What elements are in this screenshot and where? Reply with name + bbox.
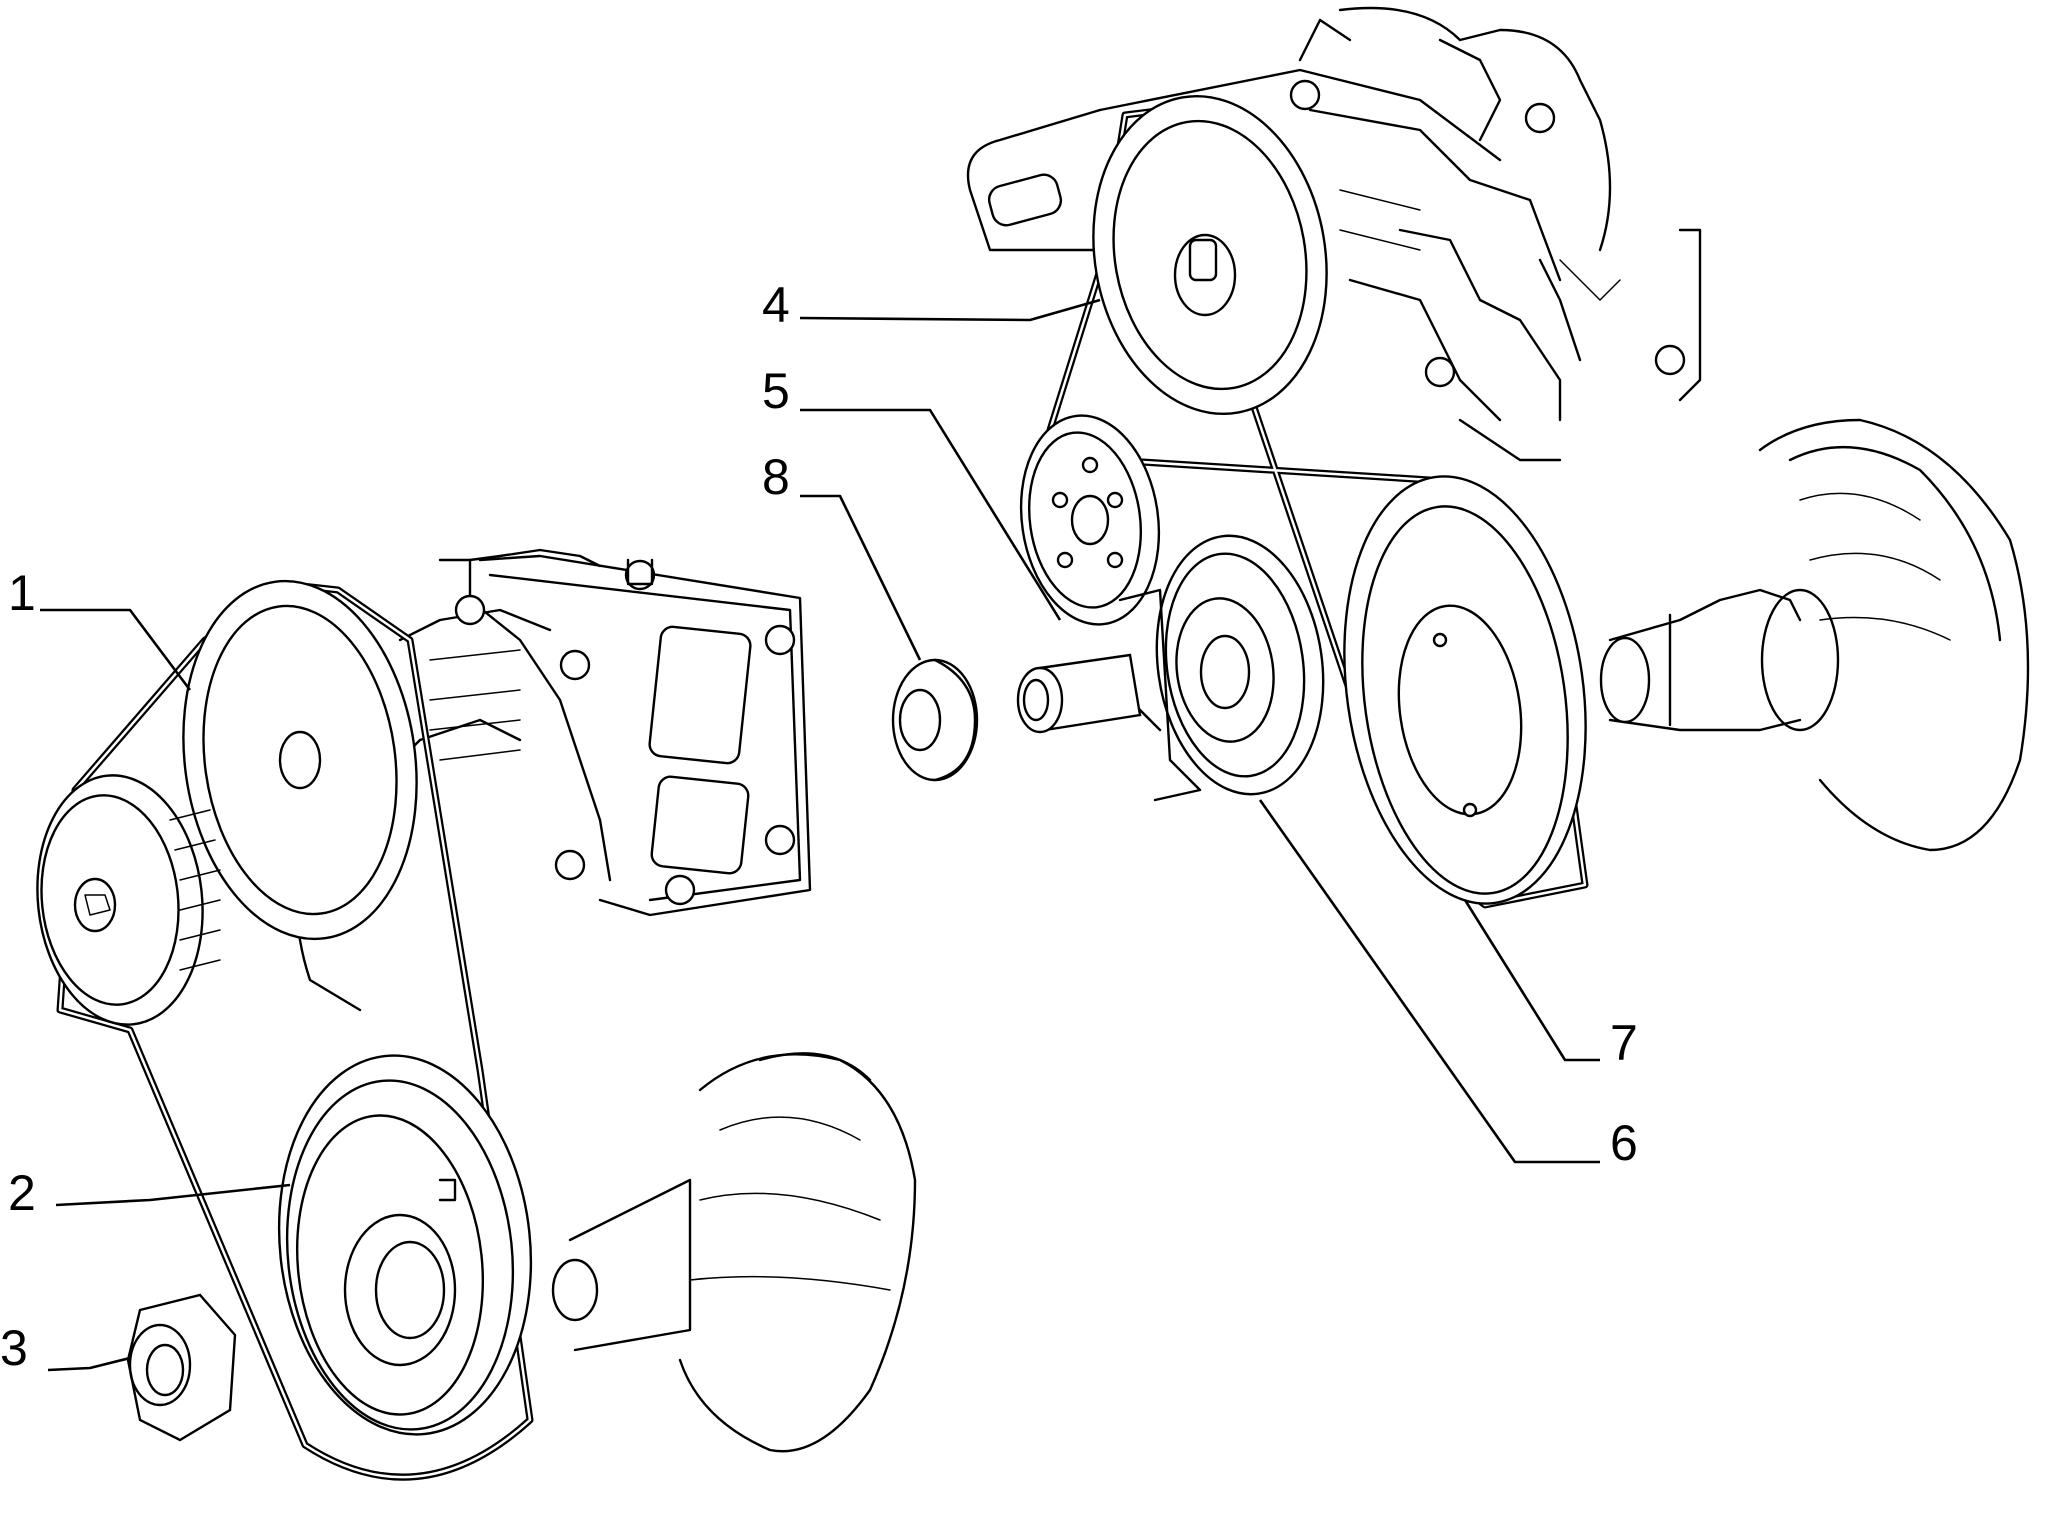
pump-flange: [454, 554, 812, 917]
svg-text:7: 7: [1610, 1015, 1638, 1071]
callout-6: 6: [1258, 799, 1638, 1171]
pump-pulley-right: [1092, 94, 1328, 416]
svg-text:4: 4: [762, 277, 790, 333]
callout-1: 1: [8, 565, 192, 691]
crankshaft-right: [1599, 418, 2030, 852]
right-assembly: [891, 6, 2030, 909]
svg-text:6: 6: [1610, 1115, 1638, 1171]
spacer-5: [1016, 653, 1142, 734]
callout-7: 7: [1463, 899, 1638, 1071]
svg-text:3: 3: [0, 1320, 28, 1376]
belt-1: [56, 582, 534, 1481]
callouts: 1 2 3 4 5 6 7 8: [0, 277, 1638, 1376]
callout-2: 2: [8, 1165, 291, 1221]
svg-text:5: 5: [762, 363, 790, 419]
upper-pulley: [182, 579, 418, 941]
callout-4: 4: [762, 277, 1101, 333]
idler-pulley: [1019, 414, 1161, 626]
crankshaft-pulley: [277, 1054, 533, 1436]
left-assembly: [36, 548, 917, 1481]
nut-3: [126, 1293, 237, 1442]
callout-3: 3: [0, 1320, 131, 1376]
svg-text:1: 1: [8, 565, 36, 621]
engine-housing: [966, 6, 1702, 462]
tensioner-pulley: [1155, 534, 1325, 796]
washer-8: [891, 658, 979, 782]
svg-text:8: 8: [762, 449, 790, 505]
callout-5: 5: [762, 363, 1062, 621]
crankshaft: [551, 1052, 917, 1453]
svg-text:2: 2: [8, 1165, 36, 1221]
alternator-pulley: [36, 774, 221, 1026]
callout-8: 8: [762, 449, 922, 661]
crankshaft-pulley-right: [1343, 475, 1587, 905]
